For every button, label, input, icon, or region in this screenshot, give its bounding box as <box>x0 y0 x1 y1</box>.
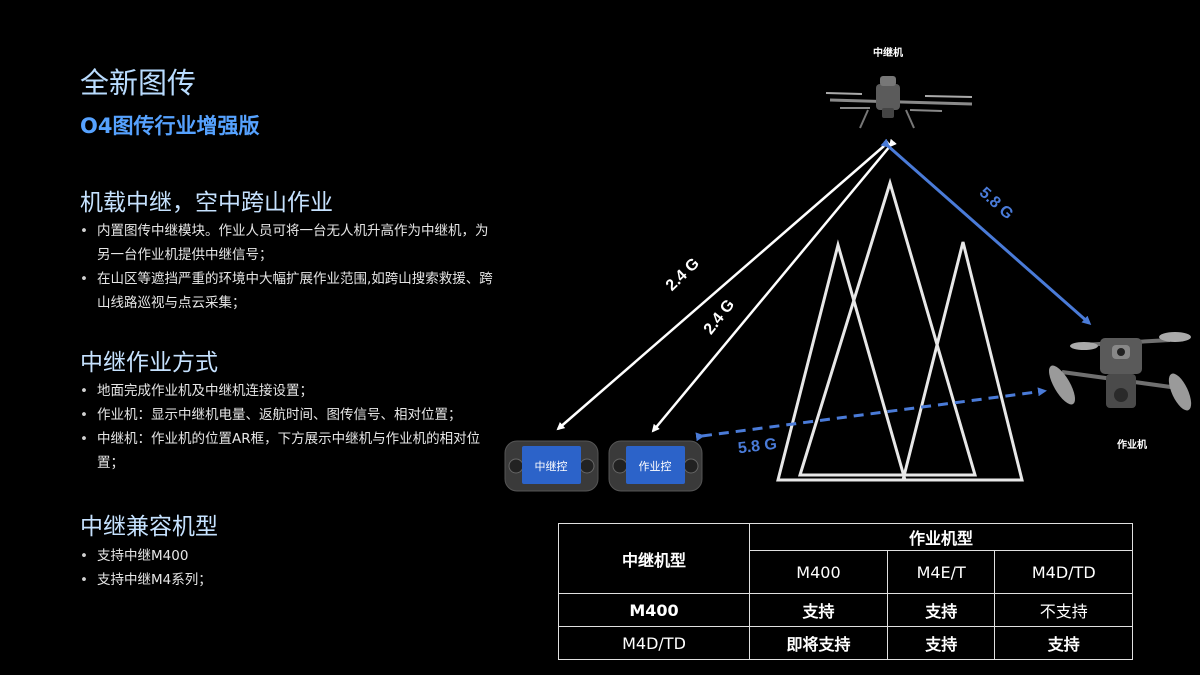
mountains <box>776 177 1024 482</box>
section-heading-compat: 中继兼容机型 <box>80 514 218 540</box>
link-controller-to-work-drone <box>695 387 1047 442</box>
table-cell: 支持 <box>886 593 996 627</box>
bullet-item: 内置图传中继模块。作业人员可将一台无人机升高作为中继机，为另一台作业机提供中继信… <box>80 219 500 267</box>
bullet-item: 支持中继M400 <box>80 544 500 568</box>
table-col-group-header: 作业机型 <box>749 523 1133 551</box>
links <box>556 138 1092 442</box>
work-controller-label: 作业控 <box>639 459 672 473</box>
table-row-model: M400 <box>558 593 750 627</box>
section-bullets-compat: 支持中继M400 支持中继M4系列； <box>80 544 500 592</box>
table-cell: 不支持 <box>994 593 1133 627</box>
table-cell: 支持 <box>994 626 1133 660</box>
bullet-item: 在山区等遮挡严重的环境中大幅扩展作业范围,如跨山搜索救援、跨山线路巡视与点云采集… <box>80 267 500 315</box>
page-title: 全新图传 <box>80 66 197 100</box>
mountain-left <box>776 239 907 482</box>
label-link-relay-controller: 2.4 G <box>663 255 703 294</box>
table-row-model: M4D/TD <box>558 626 750 660</box>
work-drone-label: 作业机 <box>1117 438 1147 451</box>
table-row: M400 支持 支持 不支持 <box>558 593 1133 627</box>
label-link-relay-work: 5.8 G <box>976 184 1016 223</box>
bullet-item: 作业机：显示中继机电量、返航时间、图传信号、相对位置； <box>80 403 500 427</box>
section-bullets-mode: 地面完成作业机及中继机连接设置； 作业机：显示中继机电量、返航时间、图传信号、相… <box>80 379 500 475</box>
label-link-work-controller: 2.4 G <box>701 297 738 338</box>
link-relay-to-relay-controller <box>556 139 892 431</box>
table-row-header: 中继机型 <box>558 523 750 594</box>
table-col-header: M400 <box>749 550 888 594</box>
section-bullets-relay: 内置图传中继模块。作业人员可将一台无人机升高作为中继机，为另一台作业机提供中继信… <box>80 219 500 315</box>
mountain-right <box>901 241 1024 482</box>
label-link-controller-work: 5.8 G <box>737 436 778 458</box>
work-controller-icon <box>608 440 703 492</box>
work-drone-icon <box>1049 332 1192 411</box>
table-col-header: M4E/T <box>886 550 996 594</box>
table-col-header: M4D/TD <box>994 550 1133 594</box>
relay-drone-label: 中继机 <box>873 46 903 59</box>
relay-controller-label: 中继控 <box>535 459 568 473</box>
relay-drone-icon <box>825 76 973 129</box>
page-subtitle: O4图传行业增强版 <box>80 114 260 138</box>
compatibility-table: 中继机型 作业机型 M400 M4E/T M4D/TD M400 支持 支持 不… <box>558 523 1133 660</box>
section-heading-mode: 中继作业方式 <box>80 350 218 376</box>
relay-controller-icon <box>504 440 599 492</box>
bullet-item: 地面完成作业机及中继机连接设置； <box>80 379 500 403</box>
table-cell: 即将支持 <box>749 626 888 660</box>
link-relay-to-work-controller <box>651 138 897 433</box>
table-cell: 支持 <box>886 626 996 660</box>
mountain-back <box>797 177 977 477</box>
bullet-item: 支持中继M4系列； <box>80 568 500 592</box>
table-row: M4D/TD 即将支持 支持 支持 <box>558 626 1133 660</box>
link-relay-to-work-drone <box>880 138 1092 325</box>
table-cell: 支持 <box>749 593 888 627</box>
bullet-item: 中继机：作业机的位置AR框，下方展示中继机与作业机的相对位置； <box>80 427 500 475</box>
section-heading-relay: 机载中继，空中跨山作业 <box>80 190 333 216</box>
